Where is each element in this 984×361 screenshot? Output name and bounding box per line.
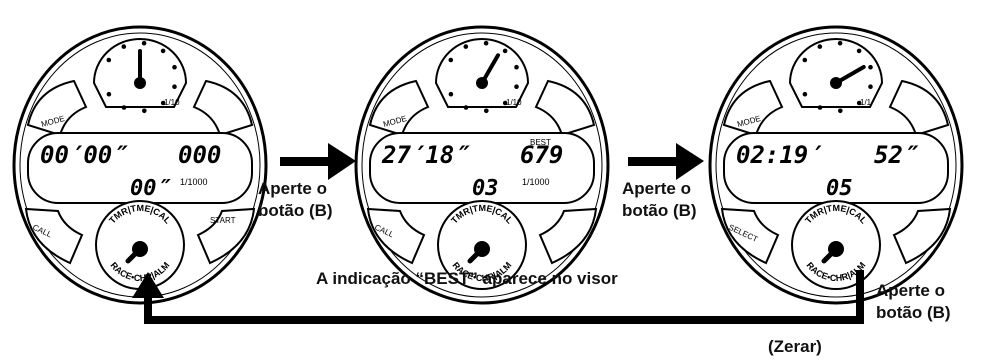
dial-tick — [868, 84, 873, 89]
dial-tick — [160, 48, 166, 54]
press-button-note-3: Aperte o botão (B) — [876, 280, 951, 324]
watch-bezel — [715, 32, 957, 298]
lcd-bottom-value: 05 — [826, 176, 853, 201]
return-arrow — [132, 270, 864, 324]
note-line: botão (B) — [258, 201, 333, 220]
analog-dial: 1/10 — [434, 38, 530, 114]
dial-tick — [514, 84, 519, 89]
dial-tick — [121, 105, 127, 110]
lcd-main-value: 00′00″ — [40, 141, 128, 169]
note-line: botão (B) — [876, 303, 951, 322]
dial-tick — [502, 100, 508, 106]
dial-tick — [483, 40, 489, 46]
dial-tick — [463, 105, 469, 110]
right-button-label: START — [210, 216, 236, 225]
dial-tick — [142, 108, 147, 114]
note-line: Aperte o — [622, 179, 691, 198]
mode-button — [368, 79, 430, 137]
reset-note: (Zerar) — [768, 337, 822, 356]
dial-tick — [817, 105, 823, 110]
dial-tick — [141, 40, 147, 46]
dial-face — [788, 38, 884, 108]
top-right-button — [192, 79, 254, 137]
lcd-bottom-value: 03 — [472, 176, 499, 201]
mode-button — [722, 79, 784, 137]
mode-button — [26, 79, 88, 137]
dial-tick — [837, 40, 843, 46]
top-right-button — [534, 79, 596, 137]
best-caption: A indicação “BEST” aparece no visor — [316, 269, 618, 288]
dial-tick — [802, 91, 808, 97]
lcd-main-value: 02:19′ — [736, 141, 823, 169]
dial-tick — [448, 91, 454, 97]
dial-tick — [856, 100, 862, 106]
dial-hub — [134, 77, 146, 89]
dial-hub — [830, 77, 842, 89]
dial-tick — [160, 100, 166, 106]
note-line: Aperte o — [876, 281, 945, 300]
lcd-right-value: 679 — [520, 141, 563, 169]
dial-tick — [838, 108, 843, 114]
dial-tick — [817, 44, 823, 49]
note-line: botão (B) — [622, 201, 697, 220]
dial-scale-label: 1/1 — [860, 98, 872, 107]
dial-tick — [106, 57, 112, 63]
arrow-right-2 — [628, 143, 704, 180]
dial-tick — [121, 44, 127, 49]
arrow-right-1 — [280, 143, 356, 180]
lcd-sub-unit: 1/1000 — [180, 177, 208, 187]
dial-tick — [502, 48, 508, 54]
press-button-note-1: Aperte o botão (B) — [258, 178, 333, 222]
left-bottom-button — [720, 207, 780, 265]
left-bottom-button — [24, 207, 84, 265]
press-button-note-2: Aperte o botão (B) — [622, 178, 697, 222]
dial-tick — [802, 57, 808, 63]
selector-knob — [828, 241, 844, 257]
analog-dial: 1/1 — [788, 38, 884, 114]
dial-tick — [172, 84, 177, 89]
dial-tick — [856, 48, 862, 54]
lcd-sub-unit: 1/1000 — [522, 177, 550, 187]
dial-face — [434, 38, 530, 108]
watch-display-reset: 1/1MODE02:19′52″05SELECTTMR|TME|CALRACE•… — [708, 25, 964, 305]
note-line: Aperte o — [258, 179, 327, 198]
analog-dial: 1/10 — [92, 38, 188, 114]
lcd-right-value: 000 — [178, 141, 221, 169]
dial-tick — [172, 64, 177, 70]
lcd-right-value: 52″ — [874, 141, 919, 169]
dial-hub — [476, 77, 488, 89]
right-bottom-button — [196, 207, 256, 265]
right-bottom-button — [892, 207, 952, 265]
dial-scale-label: 1/10 — [164, 98, 180, 107]
top-right-button — [888, 79, 950, 137]
selector-knob — [132, 241, 148, 257]
lcd-best-label: BEST — [530, 138, 551, 147]
dial-tick — [106, 91, 112, 97]
dial-scale-label: 1/10 — [506, 98, 522, 107]
dial-tick — [868, 64, 873, 70]
dial-tick — [484, 108, 489, 114]
dial-tick — [514, 64, 519, 70]
watch-display-initial: 1/10MODE00′00″00000″1/1000CALLSTARTTMR|T… — [12, 25, 268, 305]
lcd-main-value: 27′18″ — [381, 141, 470, 169]
watch-bezel — [361, 32, 603, 298]
selector-knob — [474, 241, 490, 257]
right-bottom-button — [538, 207, 598, 265]
dial-tick — [463, 44, 469, 49]
dial-tick — [448, 57, 454, 63]
left-bottom-button — [366, 207, 426, 265]
lcd-bottom-value: 00″ — [130, 176, 171, 201]
